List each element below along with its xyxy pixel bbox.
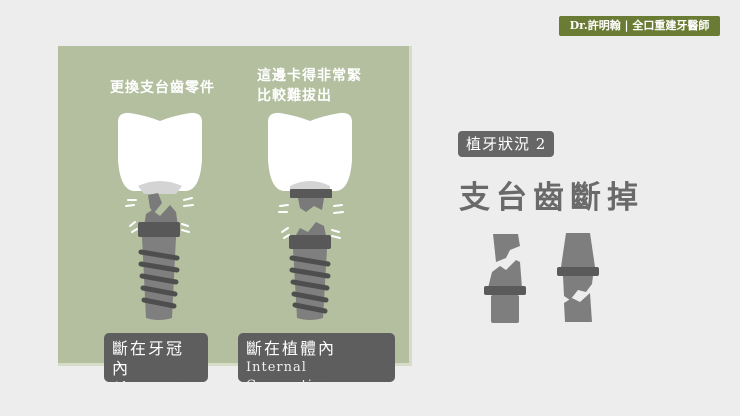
implant-internal-break-icon [268, 112, 352, 320]
note-line: 這邊卡得非常緊 [257, 68, 362, 84]
case1-note: 更換支台齒零件 [110, 78, 215, 98]
author-credit-badge: Dr.許明翰 | 全口重建牙醫師 [559, 16, 720, 36]
implant-abutment-break-icon [118, 112, 202, 320]
case2-note: 這邊卡得非常緊 比較難拔出 [257, 66, 362, 106]
label-en: Abutment [112, 380, 185, 395]
label-en: Internal Connection [246, 360, 332, 393]
label-abutment: 斷在牙冠內 Abutment [104, 333, 208, 395]
label-zh: 斷在牙冠內 [112, 339, 185, 378]
label-zh: 斷在植體內 [246, 339, 337, 358]
section-title: 支台齒斷掉 [459, 180, 644, 216]
illustration-panel [58, 46, 412, 366]
broken-connection-icon [557, 233, 599, 322]
label-internal-connection: 斷在植體內 Internal Connection [238, 333, 395, 393]
note-line: 比較難拔出 [257, 88, 332, 104]
section-tag: 植牙狀況 2 [458, 131, 555, 157]
broken-abutment-icon [484, 234, 526, 323]
note-line: 更換支台齒零件 [110, 80, 215, 96]
